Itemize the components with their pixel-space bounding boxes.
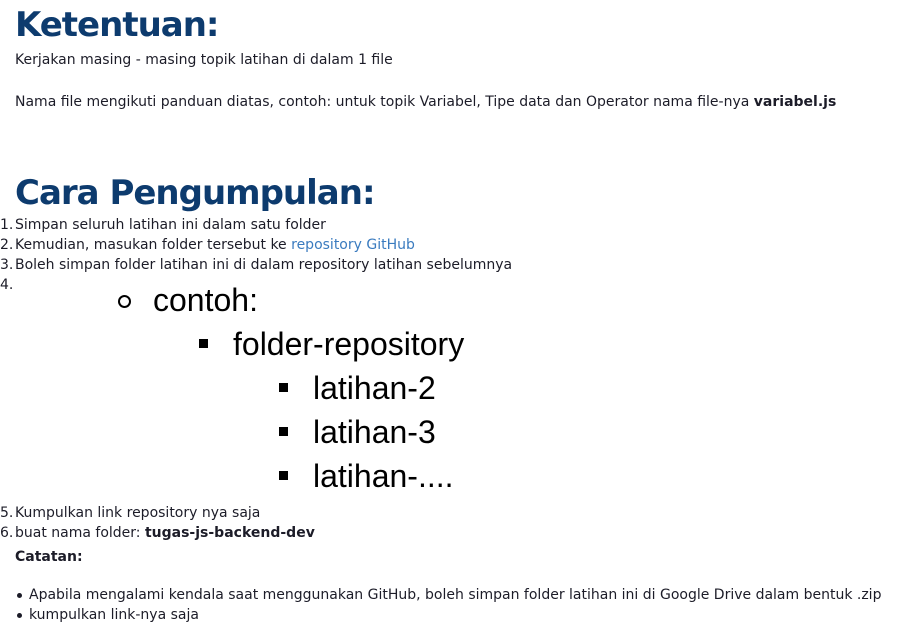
step-text: Kumpulkan link repository nya saja bbox=[15, 505, 261, 521]
submission-steps-list-continued: 5.Kumpulkan link repository nya saja 6.b… bbox=[0, 503, 315, 543]
list-item: 1.Simpan seluruh latihan ini dalam satu … bbox=[0, 215, 512, 235]
list-item: kumpulkan link-nya saja bbox=[15, 605, 881, 625]
repository-github-link[interactable]: repository GitHub bbox=[291, 237, 415, 253]
list-number: 6. bbox=[0, 525, 14, 541]
folder-name: tugas-js-backend-dev bbox=[144, 525, 315, 541]
folder-repository-item: folder-repository bbox=[233, 326, 465, 362]
list-item: 6.buat nama folder: tugas-js-backend-dev bbox=[0, 523, 315, 543]
list-number: 5. bbox=[0, 505, 14, 521]
example-filename: variabel.js bbox=[753, 94, 837, 110]
square-bullet-icon bbox=[279, 383, 288, 392]
notes-list: Apabila mengalami kendala saat menggunak… bbox=[15, 585, 881, 625]
catatan-label: Catatan: bbox=[15, 549, 83, 565]
example-label: contoh: bbox=[153, 282, 258, 318]
list-number: 2. bbox=[0, 237, 14, 253]
square-bullet-icon bbox=[279, 471, 288, 480]
filename-guide-text: Nama file mengikuti panduan diatas, cont… bbox=[15, 94, 754, 110]
list-number: 1. bbox=[0, 217, 14, 233]
bullet-icon bbox=[17, 593, 22, 598]
square-bullet-icon bbox=[199, 339, 208, 348]
latihan-folder-item: latihan-.... bbox=[313, 458, 454, 494]
list-number: 4. bbox=[0, 277, 14, 293]
submission-steps-list: 1.Simpan seluruh latihan ini dalam satu … bbox=[0, 215, 512, 293]
step-text: Kemudian, masukan folder tersebut ke bbox=[15, 237, 292, 253]
ketentuan-paragraph-1: Kerjakan masing - masing topik latihan d… bbox=[15, 52, 393, 68]
step-text: Simpan seluruh latihan ini dalam satu fo… bbox=[15, 217, 326, 233]
list-item: 3.Boleh simpan folder latihan ini di dal… bbox=[0, 255, 512, 275]
note-text: Apabila mengalami kendala saat menggunak… bbox=[29, 587, 882, 603]
latihan-folder-item: latihan-3 bbox=[313, 414, 436, 450]
step-text: buat nama folder: bbox=[15, 525, 145, 541]
step-text: Boleh simpan folder latihan ini di dalam… bbox=[15, 257, 513, 273]
cara-pengumpulan-heading: Cara Pengumpulan: bbox=[15, 173, 376, 213]
square-bullet-icon bbox=[279, 427, 288, 436]
list-item: 2.Kemudian, masukan folder tersebut ke r… bbox=[0, 235, 512, 255]
list-item: Apabila mengalami kendala saat menggunak… bbox=[15, 585, 881, 605]
list-number: 3. bbox=[0, 257, 14, 273]
ketentuan-paragraph-2: Nama file mengikuti panduan diatas, cont… bbox=[15, 92, 836, 112]
ketentuan-heading: Ketentuan: bbox=[15, 5, 220, 45]
latihan-folder-item: latihan-2 bbox=[313, 370, 436, 406]
circle-bullet-icon bbox=[118, 295, 131, 308]
note-text: kumpulkan link-nya saja bbox=[29, 607, 199, 623]
list-item: 5.Kumpulkan link repository nya saja bbox=[0, 503, 315, 523]
bullet-icon bbox=[17, 613, 22, 618]
